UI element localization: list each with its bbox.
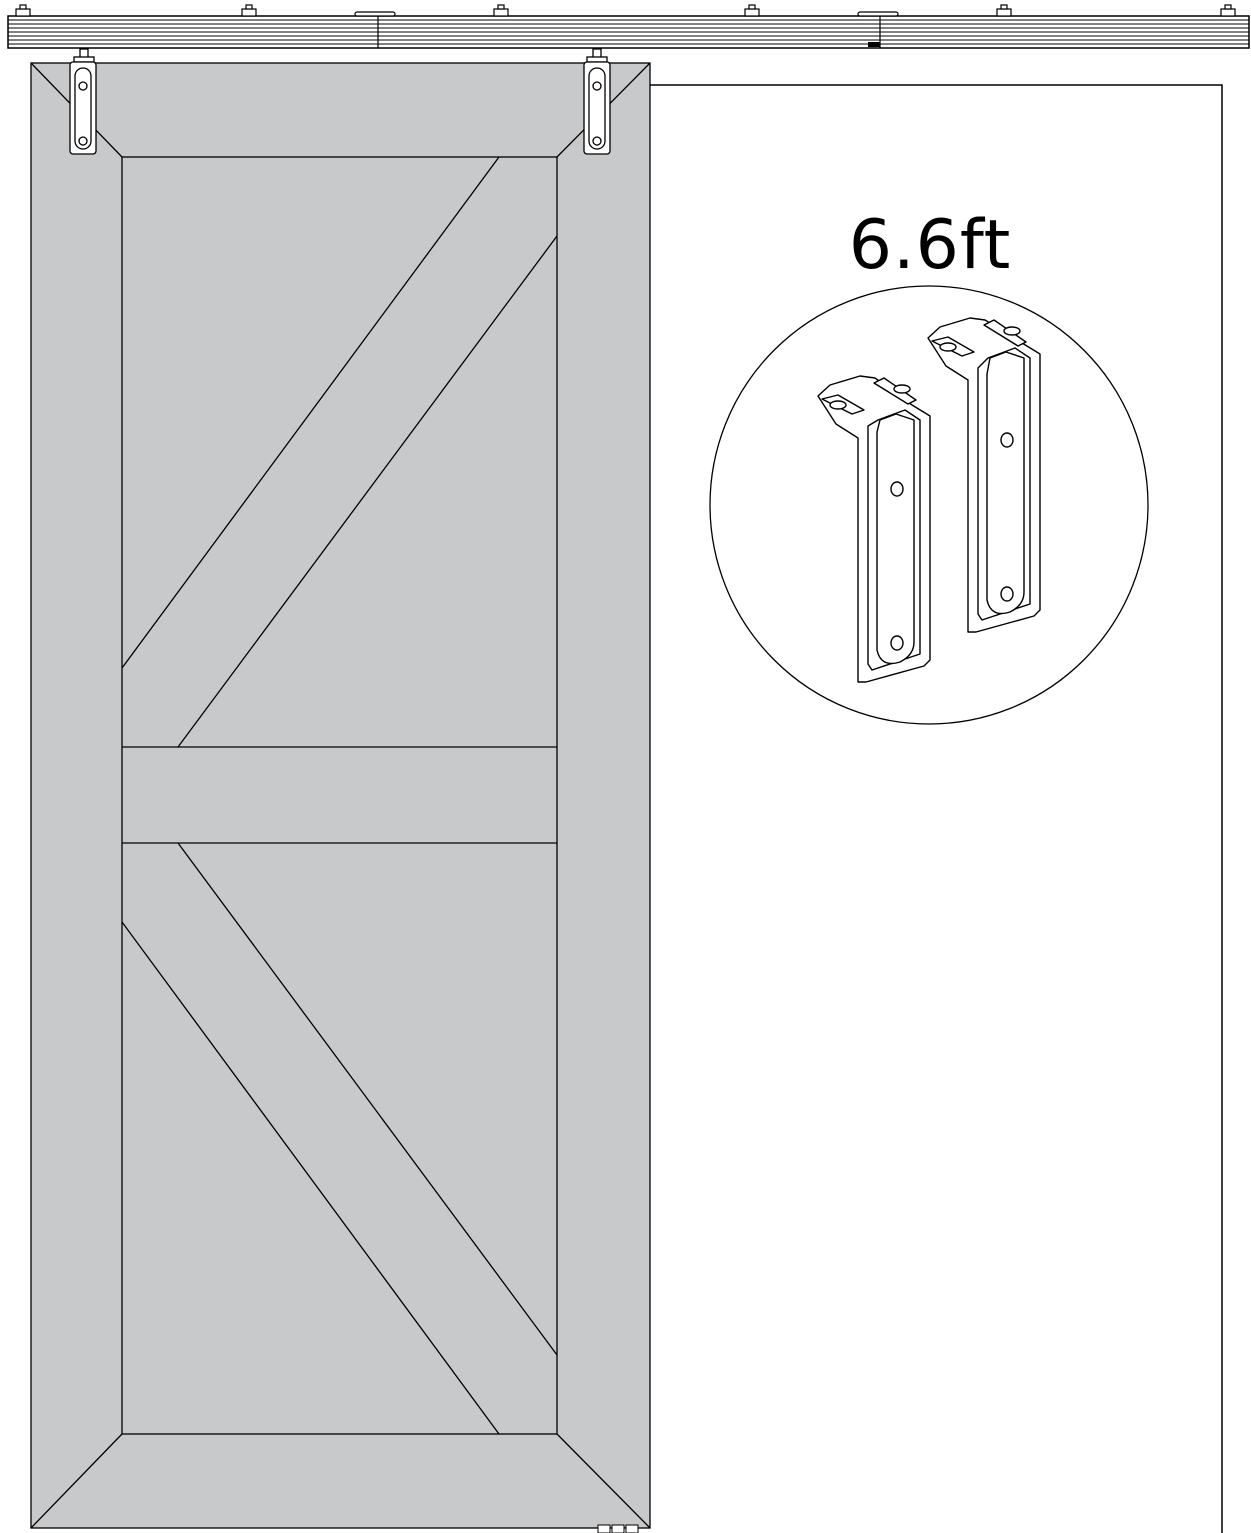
door-opening-frame [650,84,1223,1533]
track-bolts [15,4,1236,17]
track-bolt [996,4,1012,17]
door-lower-diagonal-brace [121,842,558,1435]
bracket-closeup-left [817,375,931,683]
track-bolt [241,4,257,17]
track-bolt [493,4,509,17]
door-hanger-left [69,48,97,155]
track-length-label: 6.6ft [848,206,1012,285]
track-bolt [1220,4,1236,17]
door-stop [354,11,396,17]
floor-guide [597,1524,639,1533]
door-inner-panel [121,156,558,1435]
track-bolt [15,4,31,17]
barn-door [30,62,651,1529]
track-bolt [744,4,760,17]
bracket-closeup-right [927,317,1041,633]
hanger-detail-callout [709,285,1149,725]
door-upper-diagonal-brace [121,156,558,748]
door-hanger-right [583,48,611,155]
door-mid-rail [122,746,557,844]
sliding-track-rail [7,15,1250,49]
door-stop [857,11,899,17]
